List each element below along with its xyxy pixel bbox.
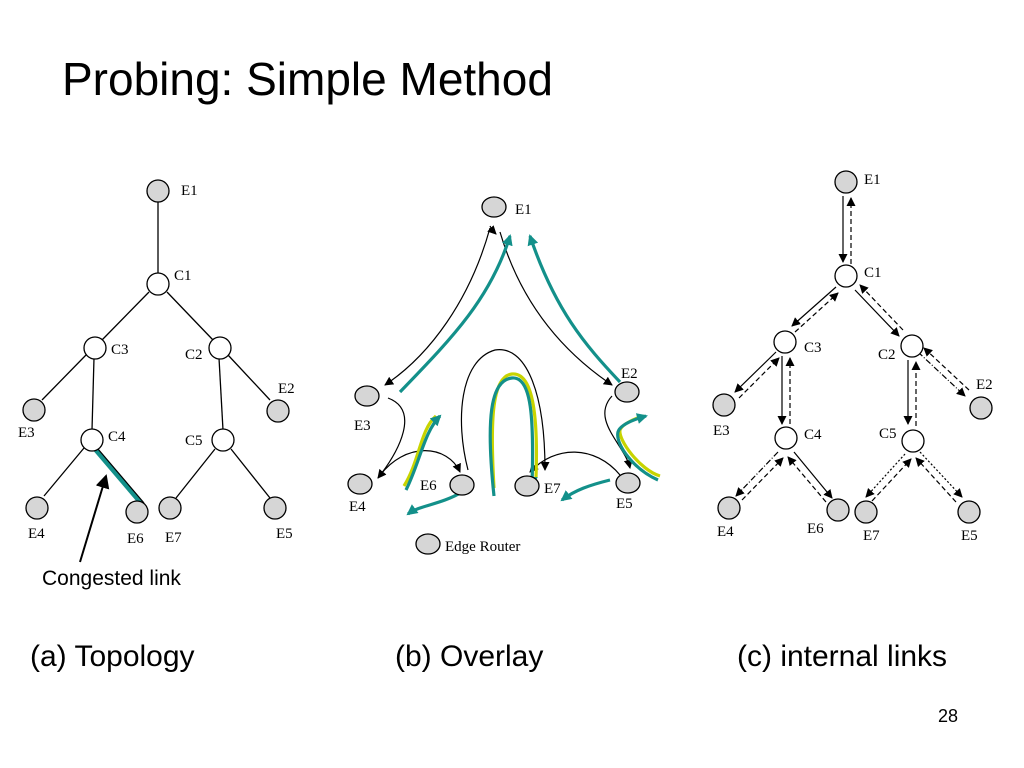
label-e4: E4 [28, 526, 45, 542]
edge-router-e2 [266, 399, 290, 423]
label-c1: C1 [174, 268, 192, 284]
overlay-node-e5 [615, 472, 641, 494]
overlay-node-e7 [514, 475, 540, 497]
overlay-label-e6: E6 [420, 478, 437, 494]
internal-node-e1 [834, 170, 858, 194]
overlay-probe-paths [377, 225, 661, 516]
overlay-label-e2: E2 [621, 366, 638, 382]
internal-node-c5 [901, 429, 925, 453]
internal-label-c2: C2 [878, 347, 896, 363]
internal-label-c5: C5 [879, 426, 897, 442]
label-c5: C5 [185, 433, 203, 449]
edge-router-e5 [263, 496, 287, 520]
overlay-label-e4: E4 [349, 499, 366, 515]
internal-links-diagram: E1 C1 C3 C2 E2 E3 C4 C5 E4 E6 E7 E5 [712, 170, 993, 544]
overlay-diagram: E1 E2 E3 E4 E6 E7 E5 Edge Router [347, 196, 661, 555]
congested-link [94, 448, 144, 506]
label-e6: E6 [127, 531, 144, 547]
caption-overlay: (b) Overlay [395, 640, 544, 673]
overlay-nodes [347, 196, 641, 555]
label-e3: E3 [18, 425, 35, 441]
internal-node-e7 [854, 500, 878, 524]
internal-label-e2: E2 [976, 377, 993, 393]
topology-nodes [22, 179, 290, 524]
internal-node-c1 [834, 264, 858, 288]
edge-router-e3 [22, 398, 46, 422]
internal-node-e5 [957, 500, 981, 524]
topology-labels: E1 C1 C3 C2 E2 E3 C4 C5 E4 E6 E7 E5 [18, 183, 295, 547]
label-e1: E1 [181, 183, 198, 199]
topology-diagram: E1 C1 C3 C2 E2 E3 C4 C5 E4 E6 E7 E5 Cong… [18, 179, 295, 590]
internal-label-e1: E1 [864, 172, 881, 188]
label-c2: C2 [185, 347, 203, 363]
edge-router-e1 [146, 179, 170, 203]
internal-node-c2 [900, 334, 924, 358]
label-c3: C3 [111, 342, 129, 358]
topology-links [41, 202, 271, 506]
core-router-c4 [80, 428, 104, 452]
core-router-c3 [83, 336, 107, 360]
edge-router-e7 [158, 496, 182, 520]
internal-label-e7: E7 [863, 528, 880, 544]
internal-links-labels: E1 C1 C3 C2 E2 E3 C4 C5 E4 E6 E7 E5 [713, 172, 993, 544]
overlay-label-e5: E5 [616, 496, 633, 512]
legend-edge-router-label: Edge Router [445, 539, 520, 555]
internal-label-e3: E3 [713, 423, 730, 439]
internal-node-e2 [969, 396, 993, 420]
overlay-node-e3 [354, 385, 380, 407]
internal-label-c4: C4 [804, 427, 822, 443]
label-e7: E7 [165, 530, 182, 546]
overlay-label-e7: E7 [544, 481, 561, 497]
overlay-node-e1 [481, 196, 507, 218]
internal-links-arrows [734, 196, 970, 503]
internal-label-e6: E6 [807, 521, 824, 537]
core-router-c5 [211, 428, 235, 452]
congested-pointer-arrow [79, 474, 110, 563]
internal-node-e4 [717, 496, 741, 520]
congested-link-label: Congested link [42, 567, 181, 590]
internal-label-e5: E5 [961, 528, 978, 544]
caption-topology: (a) Topology [30, 640, 195, 673]
internal-label-c1: C1 [864, 265, 882, 281]
internal-label-e4: E4 [717, 524, 734, 540]
internal-links-nodes [712, 170, 993, 524]
overlay-labels: E1 E2 E3 E4 E6 E7 E5 Edge Router [349, 202, 638, 555]
internal-node-c4 [774, 426, 798, 450]
label-e2: E2 [278, 381, 295, 397]
label-c4: C4 [108, 429, 126, 445]
overlay-label-e1: E1 [515, 202, 532, 218]
internal-node-c3 [773, 330, 797, 354]
overlay-node-e2 [614, 381, 640, 403]
internal-label-c3: C3 [804, 340, 822, 356]
core-router-c1 [146, 272, 170, 296]
internal-node-e6 [826, 498, 850, 522]
page-number: 28 [938, 706, 959, 726]
edge-router-e4 [25, 496, 49, 520]
internal-node-e3 [712, 393, 736, 417]
core-router-c2 [208, 336, 232, 360]
slide-title: Probing: Simple Method [62, 53, 553, 105]
overlay-node-e6 [449, 474, 475, 496]
edge-router-e6 [125, 500, 149, 524]
legend-edge-router-icon [415, 533, 441, 555]
overlay-node-e4 [347, 473, 373, 495]
overlay-label-e3: E3 [354, 418, 371, 434]
caption-internal-links: (c) internal links [737, 640, 948, 673]
label-e5: E5 [276, 526, 293, 542]
